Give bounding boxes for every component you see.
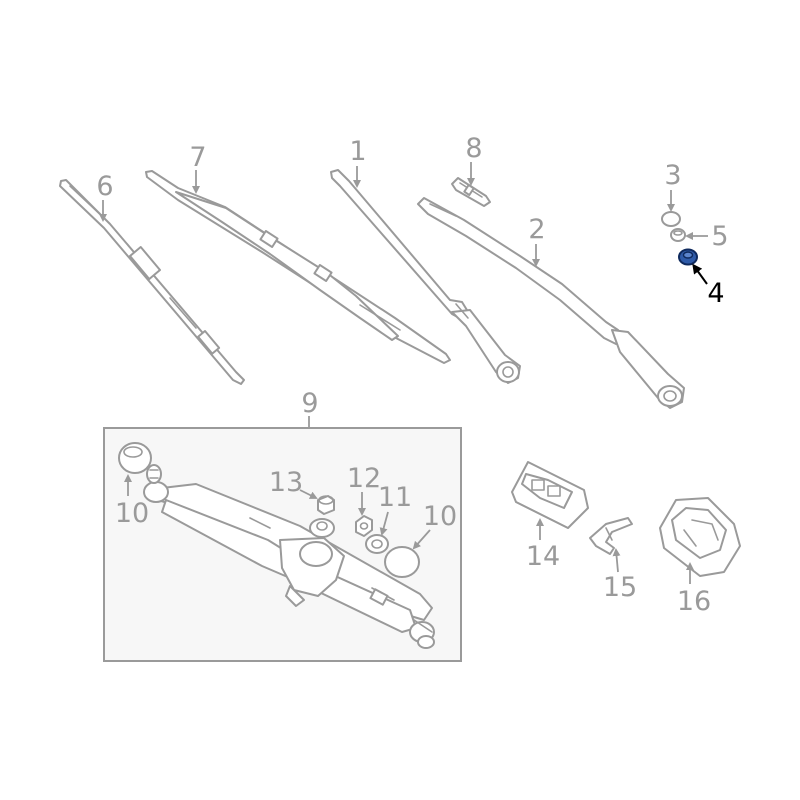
callout-16: 16 [677, 586, 711, 617]
callout-leaders [99, 162, 708, 584]
part-10-pivot-cap-left[interactable] [118, 442, 152, 474]
part-13-bushing[interactable] [317, 495, 335, 515]
part-12-nut[interactable] [355, 515, 373, 537]
part-4-nut-highlighted[interactable] [678, 248, 698, 266]
part-5-cap[interactable] [670, 228, 686, 242]
part-6-wiper-refill[interactable] [59, 179, 245, 385]
callout-9: 9 [301, 388, 318, 419]
part-9-linkage-assembly[interactable] [143, 464, 435, 649]
callout-5: 5 [711, 221, 728, 252]
callout-10-left: 10 [115, 498, 149, 529]
callout-14: 14 [526, 541, 560, 572]
part-11-washer[interactable] [365, 534, 389, 554]
callout-11: 11 [378, 482, 412, 513]
callout-8: 8 [465, 133, 482, 164]
callout-15: 15 [603, 572, 637, 603]
callout-1: 1 [349, 136, 366, 167]
callout-7: 7 [189, 142, 206, 173]
callout-3: 3 [664, 160, 681, 191]
callout-2: 2 [528, 214, 545, 245]
callout-13: 13 [269, 467, 303, 498]
part-8-blade-clip[interactable] [451, 177, 491, 207]
part-10-seal-right[interactable] [384, 546, 420, 578]
part-16-housing[interactable] [659, 497, 741, 577]
callout-6: 6 [96, 171, 113, 202]
part-15-bracket[interactable] [589, 517, 633, 555]
callout-10-right: 10 [423, 501, 457, 532]
part-14-switch-housing[interactable] [511, 461, 589, 529]
part-2-wiper-arm[interactable] [417, 197, 685, 409]
part-1-wiper-arm[interactable] [330, 169, 521, 384]
callout-12: 12 [347, 463, 381, 494]
callout-4: 4 [707, 278, 724, 309]
part-3-washer[interactable] [661, 211, 681, 227]
part-7-wiper-blade[interactable] [145, 170, 451, 364]
